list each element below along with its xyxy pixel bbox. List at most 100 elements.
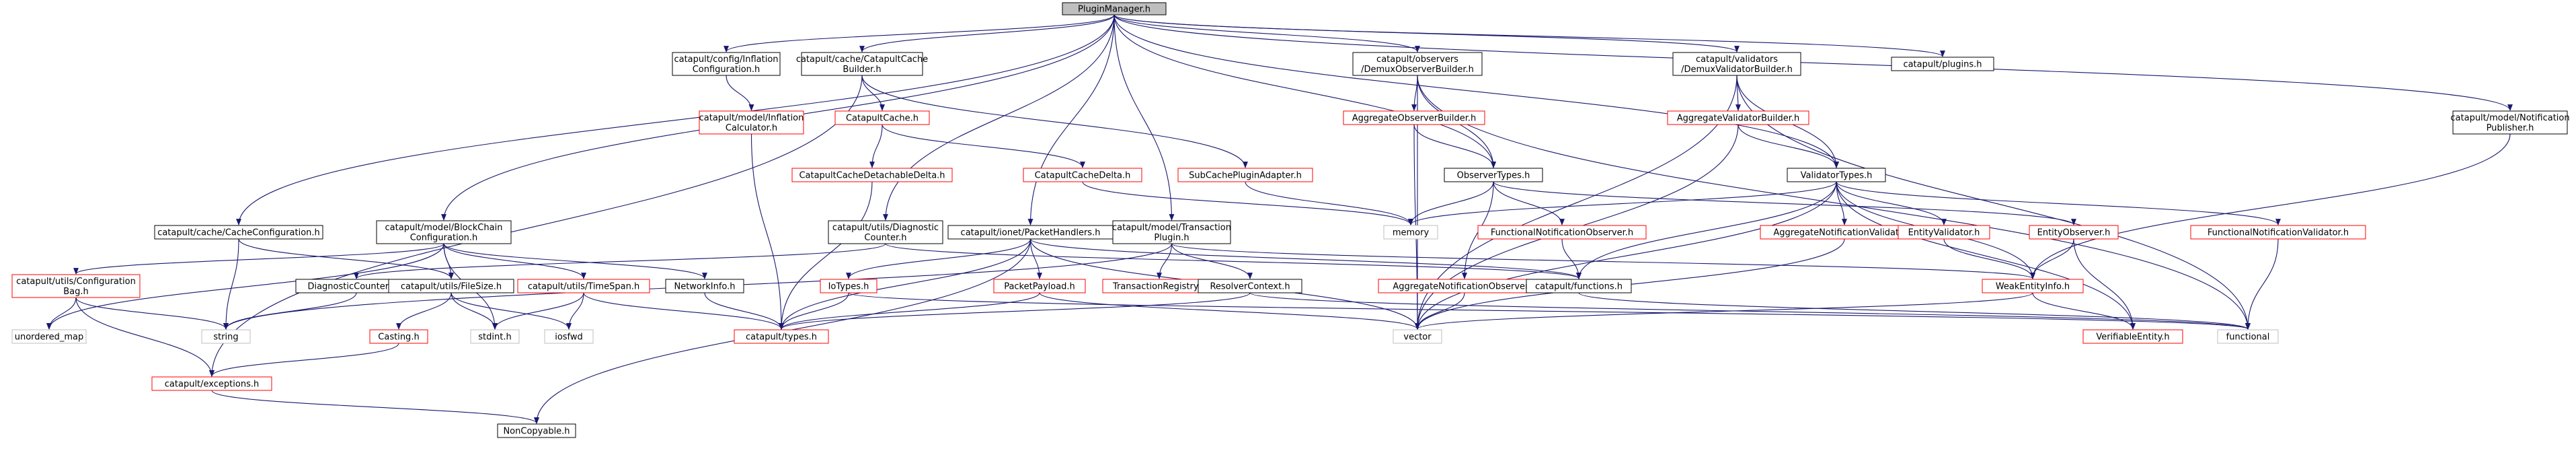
node-catapult-cache[interactable]: CatapultCache.h bbox=[834, 110, 930, 125]
dependency-edge-file_size-to-iosfwd bbox=[451, 292, 572, 330]
node-box bbox=[544, 329, 594, 344]
node-cache-configuration[interactable]: catapult/cache/CacheConfiguration.h bbox=[154, 225, 323, 240]
node-func-notif-validator[interactable]: FunctionalNotificationValidator.h bbox=[2190, 225, 2366, 240]
node-box bbox=[1198, 279, 1302, 293]
node-box bbox=[834, 110, 930, 125]
dependency-edge-subcache_adapter-to-memory bbox=[1245, 181, 1413, 225]
node-box bbox=[665, 279, 744, 293]
dependency-edge-config_bag-to-unordered_map bbox=[46, 297, 77, 330]
node-demux-validator-builder[interactable]: catapult/validators/DemuxValidatorBuilde… bbox=[1672, 52, 1801, 76]
dependency-edge-entity_observer-to-weak_entity_info bbox=[2030, 238, 2074, 279]
node-box bbox=[1383, 225, 1438, 240]
dependency-edge-validator_types-to-verifiable_entity bbox=[1836, 181, 2136, 330]
node-box bbox=[2190, 225, 2366, 240]
node-box bbox=[470, 329, 520, 344]
node-box bbox=[497, 423, 576, 438]
node-packet-payload[interactable]: PacketPayload.h bbox=[993, 279, 1086, 293]
dependency-edge-func_notif_validator-to-functional bbox=[2245, 238, 2279, 330]
node-box bbox=[699, 110, 804, 135]
node-label: unordered_map bbox=[15, 332, 84, 343]
node-box bbox=[1343, 110, 1485, 125]
node-label: AggregateValidatorBuilder.h bbox=[1677, 114, 1800, 124]
node-box bbox=[201, 329, 251, 344]
node-functions-h[interactable]: catapult/functions.h bbox=[1526, 279, 1632, 293]
node-label: catapult/utils/TimeSpan.h bbox=[528, 282, 639, 292]
node-packet-handlers[interactable]: catapult/ionet/PacketHandlers.h bbox=[947, 225, 1114, 240]
node-box bbox=[2217, 329, 2279, 344]
node-agg-validator-builder[interactable]: AggregateValidatorBuilder.h bbox=[1667, 110, 1809, 125]
node-noncopyable[interactable]: NonCopyable.h bbox=[497, 423, 576, 438]
node-label: catapult/utils/Configuration bbox=[16, 277, 136, 287]
node-types-h[interactable]: catapult/types.h bbox=[734, 329, 829, 344]
node-label: catapult/config/Inflation bbox=[674, 55, 778, 65]
dependency-edge-cache_configuration-to-string bbox=[223, 238, 239, 330]
node-plugins-h[interactable]: catapult/plugins.h bbox=[1891, 57, 1994, 71]
node-label: NetworkInfo.h bbox=[674, 282, 735, 292]
dependency-edge-inflation_calc-to-types_h bbox=[750, 133, 784, 330]
node-verifiable-entity[interactable]: VerifiableEntity.h bbox=[2082, 329, 2183, 344]
node-subcache-adapter[interactable]: SubCachePluginAdapter.h bbox=[1177, 168, 1313, 182]
node-diag-counter[interactable]: catapult/utils/DiagnosticCounter.h bbox=[828, 220, 943, 244]
node-box bbox=[820, 279, 877, 293]
node-weak-entity-info[interactable]: WeakEntityInfo.h bbox=[1982, 279, 2084, 293]
node-label: catapult/plugins.h bbox=[1903, 60, 1982, 70]
node-label: /DemuxObserverBuilder.h bbox=[1361, 65, 1474, 75]
node-label: Casting.h bbox=[378, 332, 419, 343]
node-label: catapult/model/BlockChain bbox=[385, 223, 503, 233]
node-casting[interactable]: Casting.h bbox=[369, 329, 428, 344]
node-box bbox=[1177, 168, 1313, 182]
node-label: PluginManager.h bbox=[1078, 5, 1150, 15]
node-func-notif-observer[interactable]: FunctionalNotificationObserver.h bbox=[1477, 225, 1647, 240]
node-box bbox=[1891, 57, 1994, 71]
node-cache-delta[interactable]: CatapultCacheDelta.h bbox=[1023, 168, 1142, 182]
node-label: EntityObserver.h bbox=[2037, 228, 2111, 238]
node-agg-notif-observer[interactable]: AggregateNotificationObserver.h bbox=[1378, 279, 1551, 293]
node-label: stdint.h bbox=[478, 332, 511, 343]
node-label: AggregateObserverBuilder.h bbox=[1352, 114, 1477, 124]
dependency-edge-plugin_manager-to-packet_handlers bbox=[1027, 14, 1115, 225]
node-stdint: stdint.h bbox=[470, 329, 520, 344]
node-agg-notif-validator[interactable]: AggregateNotificationValidator.h bbox=[1760, 225, 1929, 240]
dependency-edge-demux_observer_builder-to-agg_observer_builder bbox=[1411, 75, 1418, 111]
file-nodes: PluginManager.h catapult/config/Inflation… bbox=[11, 2, 2570, 438]
node-io-types[interactable]: IoTypes.h bbox=[820, 279, 877, 293]
dependency-edges bbox=[46, 14, 2513, 424]
node-cache-detachable-delta[interactable]: CatapultCacheDetachableDelta.h bbox=[791, 168, 953, 182]
node-agg-observer-builder[interactable]: AggregateObserverBuilder.h bbox=[1343, 110, 1485, 125]
node-memory: memory bbox=[1383, 225, 1438, 240]
node-network-info[interactable]: NetworkInfo.h bbox=[665, 279, 744, 293]
node-box bbox=[801, 52, 923, 76]
node-entity-validator[interactable]: EntityValidator.h bbox=[1898, 225, 1990, 240]
node-functional: functional bbox=[2217, 329, 2279, 344]
node-demux-observer-builder[interactable]: catapult/observers/DemuxObserverBuilder.… bbox=[1352, 52, 1483, 76]
node-file-size[interactable]: catapult/utils/FileSize.h bbox=[388, 279, 514, 293]
node-label: string bbox=[213, 332, 238, 343]
node-resolver-context[interactable]: ResolverContext.h bbox=[1198, 279, 1302, 293]
dependency-edge-tx_plugin-to-weak_entity_info bbox=[1171, 243, 2035, 279]
node-plugin-manager[interactable]: PluginManager.h bbox=[1062, 2, 1167, 15]
node-label: AggregateNotificationValidator.h bbox=[1773, 228, 1915, 238]
dependency-edge-inflation_cfg-to-inflation_calc bbox=[726, 75, 754, 111]
node-box bbox=[1023, 168, 1142, 182]
node-observer-types[interactable]: ObserverTypes.h bbox=[1444, 168, 1543, 182]
dependency-edge-cat_cache_builder-to-catapult_cache bbox=[861, 75, 885, 111]
dependency-edge-plugin_manager-to-tx_plugin bbox=[1114, 14, 1175, 221]
node-exceptions-h[interactable]: catapult/exceptions.h bbox=[151, 376, 272, 391]
node-entity-observer[interactable]: EntityObserver.h bbox=[2029, 225, 2119, 240]
node-validator-types[interactable]: ValidatorTypes.h bbox=[1787, 168, 1886, 182]
node-time-span[interactable]: catapult/utils/TimeSpan.h bbox=[517, 279, 650, 293]
node-label: catapult/utils/FileSize.h bbox=[401, 282, 502, 292]
node-label: FunctionalNotificationObserver.h bbox=[1491, 228, 1633, 238]
node-label: catapult/model/Inflation bbox=[699, 113, 804, 123]
node-label: Configuration.h bbox=[693, 65, 760, 75]
node-tx-registry[interactable]: TransactionRegistry.h bbox=[1102, 279, 1216, 293]
node-box bbox=[1112, 220, 1231, 244]
